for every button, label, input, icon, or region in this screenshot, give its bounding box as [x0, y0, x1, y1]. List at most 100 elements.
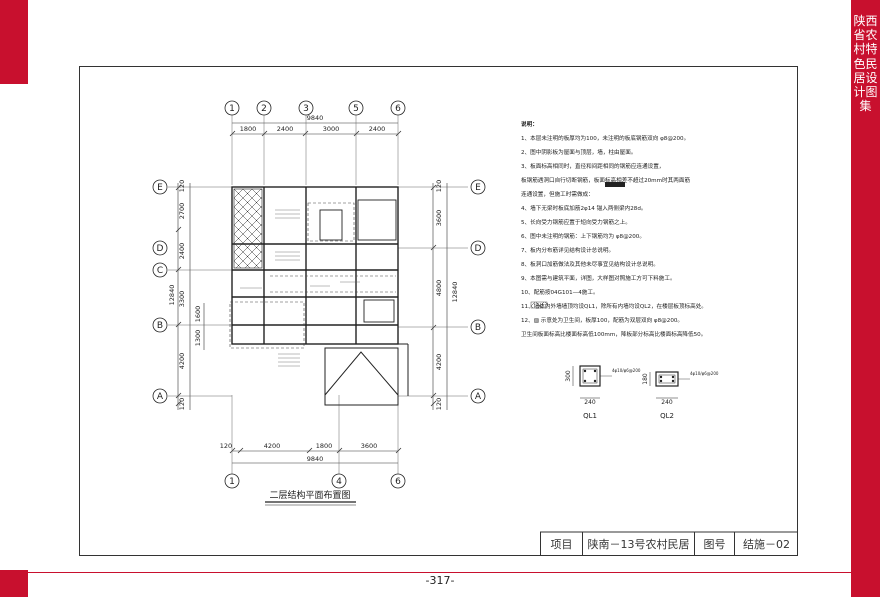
side-band — [851, 0, 880, 597]
project-label: 项目 — [540, 532, 582, 556]
note-item: 11、墙体内外墙墙顶均设QL1，除所有内墙均设QL2，在楼层板顶标高处。 — [521, 304, 707, 310]
top-axis-1-bubble — [256, 100, 272, 116]
right-axis-1-bubble — [470, 240, 486, 256]
left-axis-0-bubble — [152, 179, 168, 195]
left-dim-1: 120 — [178, 180, 186, 192]
left-dim-2: 2700 — [178, 203, 186, 220]
right-dim-1: 120 — [435, 180, 443, 192]
right-axis-2-label: B — [475, 323, 481, 333]
bottom-axis-1-bubble — [331, 473, 347, 489]
ql1-name: QL1 — [583, 412, 597, 420]
left-axis-4-label: A — [157, 392, 164, 402]
top-axis-1-label: 2 — [261, 104, 267, 114]
ql1-width: 240 — [584, 399, 596, 406]
note-item: 6、图中未注明的钢筋：上下钢筋均为 φ8@200。 — [521, 234, 645, 240]
plan-title: 二层结构平面布置图 — [269, 489, 350, 501]
ql2-bars: 4φ10/φ6@200 — [690, 371, 719, 376]
bottom-overall-dim: 9840 — [307, 455, 324, 463]
top-axis-0-bubble — [224, 100, 240, 116]
note-item: 2、图中阴影板为屋面与顶层，墙，柱由屋面。 — [521, 150, 637, 156]
drawing-frame — [79, 66, 798, 556]
right-axis-3-bubble — [470, 388, 486, 404]
ql2-name: QL2 — [660, 412, 674, 420]
bottom-dim-2: 4200 — [264, 442, 281, 450]
drawing-no: 结施－02 — [734, 532, 798, 556]
top-axis-3-bubble — [348, 100, 364, 116]
left-sub-dim-2: 1300 — [194, 330, 202, 347]
top-dim-1: 1800 — [240, 125, 257, 133]
bottom-rule — [28, 572, 851, 573]
right-overall-dim: 12840 — [451, 282, 459, 303]
bottom-axis-0-bubble — [224, 473, 240, 489]
top-overall-dim: 9840 — [307, 114, 324, 122]
left-axis-2-label: C — [157, 266, 163, 276]
right-dim-5: 120 — [435, 398, 443, 410]
note-item: 8、板洞口加筋做法及其他未尽事宜见结构设计总说明。 — [521, 262, 659, 268]
note-item: 4、墙下无梁时板底加筋2φ14 锚入两侧梁内28d。 — [521, 206, 647, 212]
note-item: 9、本图需与建筑平面，详图，大样图对照施工方可下料施工。 — [521, 276, 676, 282]
design-notes: 说明： 1、本层未注明的板厚均为100，未注明的板底钢筋双向 φ8@200。 2、… — [521, 118, 801, 342]
ql1-bars: 4φ10/φ6@200 — [612, 368, 641, 373]
project-name: 陕南－13号农村民居 — [582, 532, 694, 556]
top-dim-3: 3000 — [323, 125, 340, 133]
bottom-dim-4: 3600 — [361, 442, 378, 450]
top-axis-2-bubble — [298, 100, 314, 116]
right-axis-3-label: A — [475, 392, 482, 402]
left-axis-3-bubble — [152, 317, 168, 333]
bottom-axis-0-label: 1 — [229, 477, 235, 487]
left-overall-dim: 12840 — [168, 285, 176, 306]
ql2-width: 240 — [661, 399, 673, 406]
left-dim-4: 3300 — [178, 291, 186, 308]
right-axis-2-bubble — [470, 319, 486, 335]
left-axis-2-bubble — [152, 262, 168, 278]
top-axis-3-label: 5 — [353, 104, 359, 114]
right-dim-3: 4800 — [435, 280, 443, 297]
left-sub-dim-1: 1600 — [194, 306, 202, 323]
note-item: 7、板内分布筋详见结构设计总说明。 — [521, 248, 615, 254]
top-axis-0-label: 1 — [229, 104, 235, 114]
left-dim-3: 2400 — [178, 243, 186, 260]
drawing-no-label: 图号 — [694, 532, 734, 556]
left-axis-4-bubble — [152, 388, 168, 404]
right-dim-4: 4200 — [435, 354, 443, 371]
right-axis-0-label: E — [475, 183, 481, 193]
note-item: 1、本层未注明的板厚均为100，未注明的板底钢筋双向 φ8@200。 — [521, 136, 690, 142]
left-axis-3-label: B — [157, 321, 163, 331]
ql2-height: 180 — [642, 373, 649, 385]
right-dim-2: 3600 — [435, 210, 443, 227]
page-number: -317- — [425, 574, 455, 587]
note-item: 板钢筋遇洞口自行切断钢筋，板面标高相差不超过20mm时其两面筋 — [521, 178, 691, 184]
side-title: 陕西省农村特色民居设计图集 — [853, 14, 878, 114]
red-corner-tab-bottom — [0, 570, 28, 597]
note-item: 5、长向受力钢筋应置于短向受力钢筋之上。 — [521, 220, 631, 226]
note-item: 10、配筋按04G101—4施工。 — [521, 290, 599, 296]
red-corner-tab-top — [0, 0, 28, 84]
left-dim-5: 4200 — [178, 353, 186, 370]
top-axis-4-label: 6 — [395, 104, 401, 114]
left-axis-0-label: E — [157, 183, 163, 193]
left-axis-1-bubble — [152, 240, 168, 256]
top-axis-2-label: 3 — [303, 104, 309, 114]
bottom-dim-1: 120 — [220, 442, 232, 450]
note-item: 连通设置，但施工时需做成： — [521, 192, 594, 198]
title-block: 项目 陕南－13号农村民居 图号 结施－02 — [540, 532, 798, 556]
note-item: 12、▨ 示意处为卫生间，板厚100，配筋为双层双向 φ8@200。 — [521, 318, 684, 324]
note-item: 3、板面标高相同时，直径和间距相同的钢筋应连通设置， — [521, 164, 665, 170]
top-dim-2: 2400 — [277, 125, 294, 133]
left-axis-1-label: D — [157, 244, 164, 254]
bottom-axis-1-label: 4 — [336, 477, 342, 487]
bottom-dim-3: 1800 — [316, 442, 333, 450]
notes-list: 1、本层未注明的板厚均为100，未注明的板底钢筋双向 φ8@200。 2、图中阴影… — [521, 132, 801, 342]
left-dim-6: 120 — [178, 398, 186, 410]
bottom-axis-2-label: 6 — [395, 477, 401, 487]
right-axis-1-label: D — [475, 244, 482, 254]
top-axis-4-bubble — [390, 100, 406, 116]
top-dim-4: 2400 — [369, 125, 386, 133]
bottom-axis-2-bubble — [390, 473, 406, 489]
right-axis-0-bubble — [470, 179, 486, 195]
note-item: 卫生间板面标高比楼面标高低100mm，降板部分标高比楼面标高降低50。 — [521, 332, 707, 338]
notes-heading: 说明： — [521, 122, 538, 128]
ql1-height: 300 — [565, 370, 572, 382]
